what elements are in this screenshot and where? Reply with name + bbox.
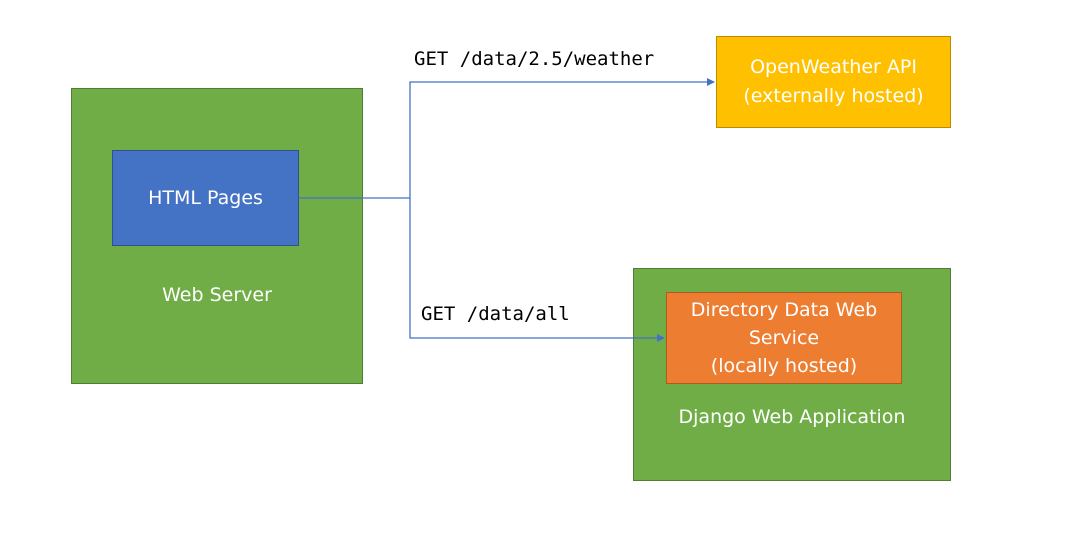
get-all-request-label: GET /data/all xyxy=(421,303,570,325)
openweather-api-box: OpenWeather API (externally hosted) xyxy=(716,36,951,128)
directory-data-web-service-box: Directory Data Web Service (locally host… xyxy=(666,292,902,384)
html-pages-box: HTML Pages xyxy=(112,150,299,246)
openweather-api-title: OpenWeather API xyxy=(750,56,917,78)
directory-service-title-line1: Directory Data Web xyxy=(690,299,878,321)
directory-service-subtitle: (locally hosted) xyxy=(710,355,858,377)
html-pages-label: HTML Pages xyxy=(148,187,263,209)
django-web-application-label: Django Web Application xyxy=(678,406,906,428)
openweather-api-subtitle: (externally hosted) xyxy=(743,85,924,107)
connector-to-directory-service xyxy=(409,198,665,342)
get-weather-request-label: GET /data/2.5/weather xyxy=(414,48,655,70)
connector-to-openweather xyxy=(409,78,715,198)
web-server-label: Web Server xyxy=(162,284,272,306)
directory-service-title-line2: Service xyxy=(748,327,820,349)
